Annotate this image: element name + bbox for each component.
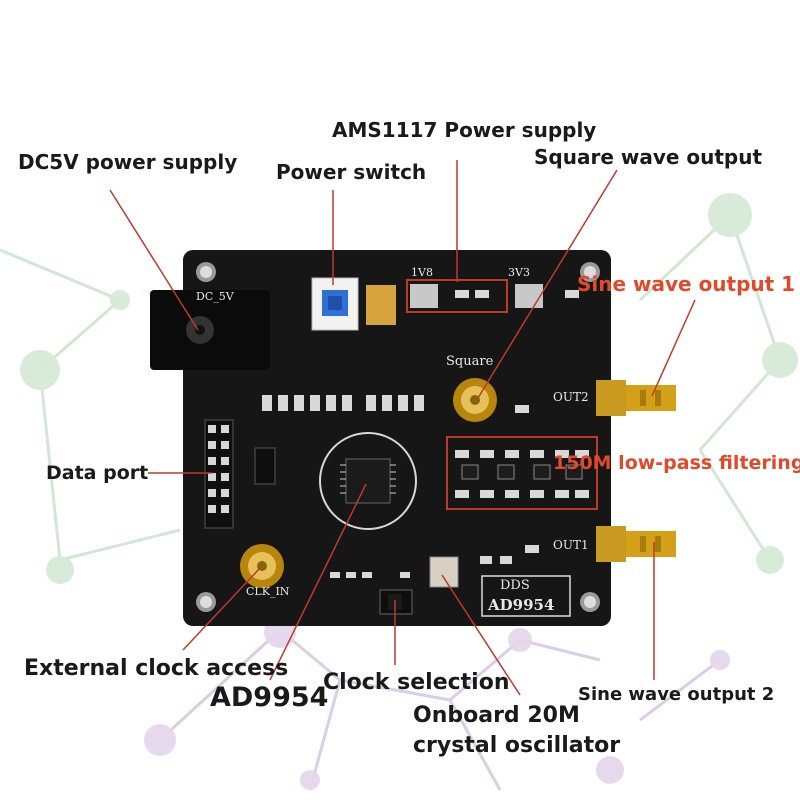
silk-dds: DDS: [500, 578, 530, 593]
regulator-1v8: [410, 284, 438, 308]
label-ams1117: AMS1117 Power supply: [332, 118, 597, 142]
silk-ad9954: AD9954: [488, 596, 555, 614]
tantalum-capacitor: [366, 285, 396, 325]
regulator-3v3: [515, 284, 543, 308]
label-sine-wave-output-1: Sine wave output 1: [577, 272, 796, 296]
label-external-clock-access: External clock access: [24, 656, 289, 681]
silk-dc5v: DC_5V: [196, 290, 234, 303]
label-clock-selection: Clock selection: [323, 670, 510, 695]
label-sine-wave-output-2: Sine wave output 2: [578, 684, 775, 705]
out2-sma: [596, 380, 676, 416]
label-power-switch: Power switch: [276, 160, 427, 184]
label-ad9954: AD9954: [210, 682, 329, 713]
square-wave-sma: [453, 378, 497, 422]
silk-3v3: 3V3: [508, 266, 530, 279]
label-dc5v-power-supply: DC5V power supply: [18, 150, 238, 174]
clock-select-jumper: [379, 589, 413, 615]
crystal-oscillator: [429, 556, 459, 588]
data-port-header: [204, 419, 276, 529]
power-switch-component: [311, 277, 359, 331]
silk-out2: OUT2: [553, 390, 589, 404]
label-data-port: Data port: [46, 462, 149, 484]
silk-out1: OUT1: [553, 538, 589, 552]
label-crystal-line1: Onboard 20M: [413, 703, 580, 728]
clk-in-sma: [240, 544, 284, 588]
out1-sma: [596, 526, 676, 562]
silk-square: Square: [446, 354, 494, 369]
silk-1v8: 1V8: [411, 266, 433, 279]
label-lowpass-filter: 150M low-pass filtering: [553, 452, 800, 474]
silk-clk-in: CLK_IN: [246, 585, 290, 598]
label-square-wave-output: Square wave output: [534, 145, 763, 169]
label-crystal-line2: crystal oscillator: [413, 733, 621, 758]
